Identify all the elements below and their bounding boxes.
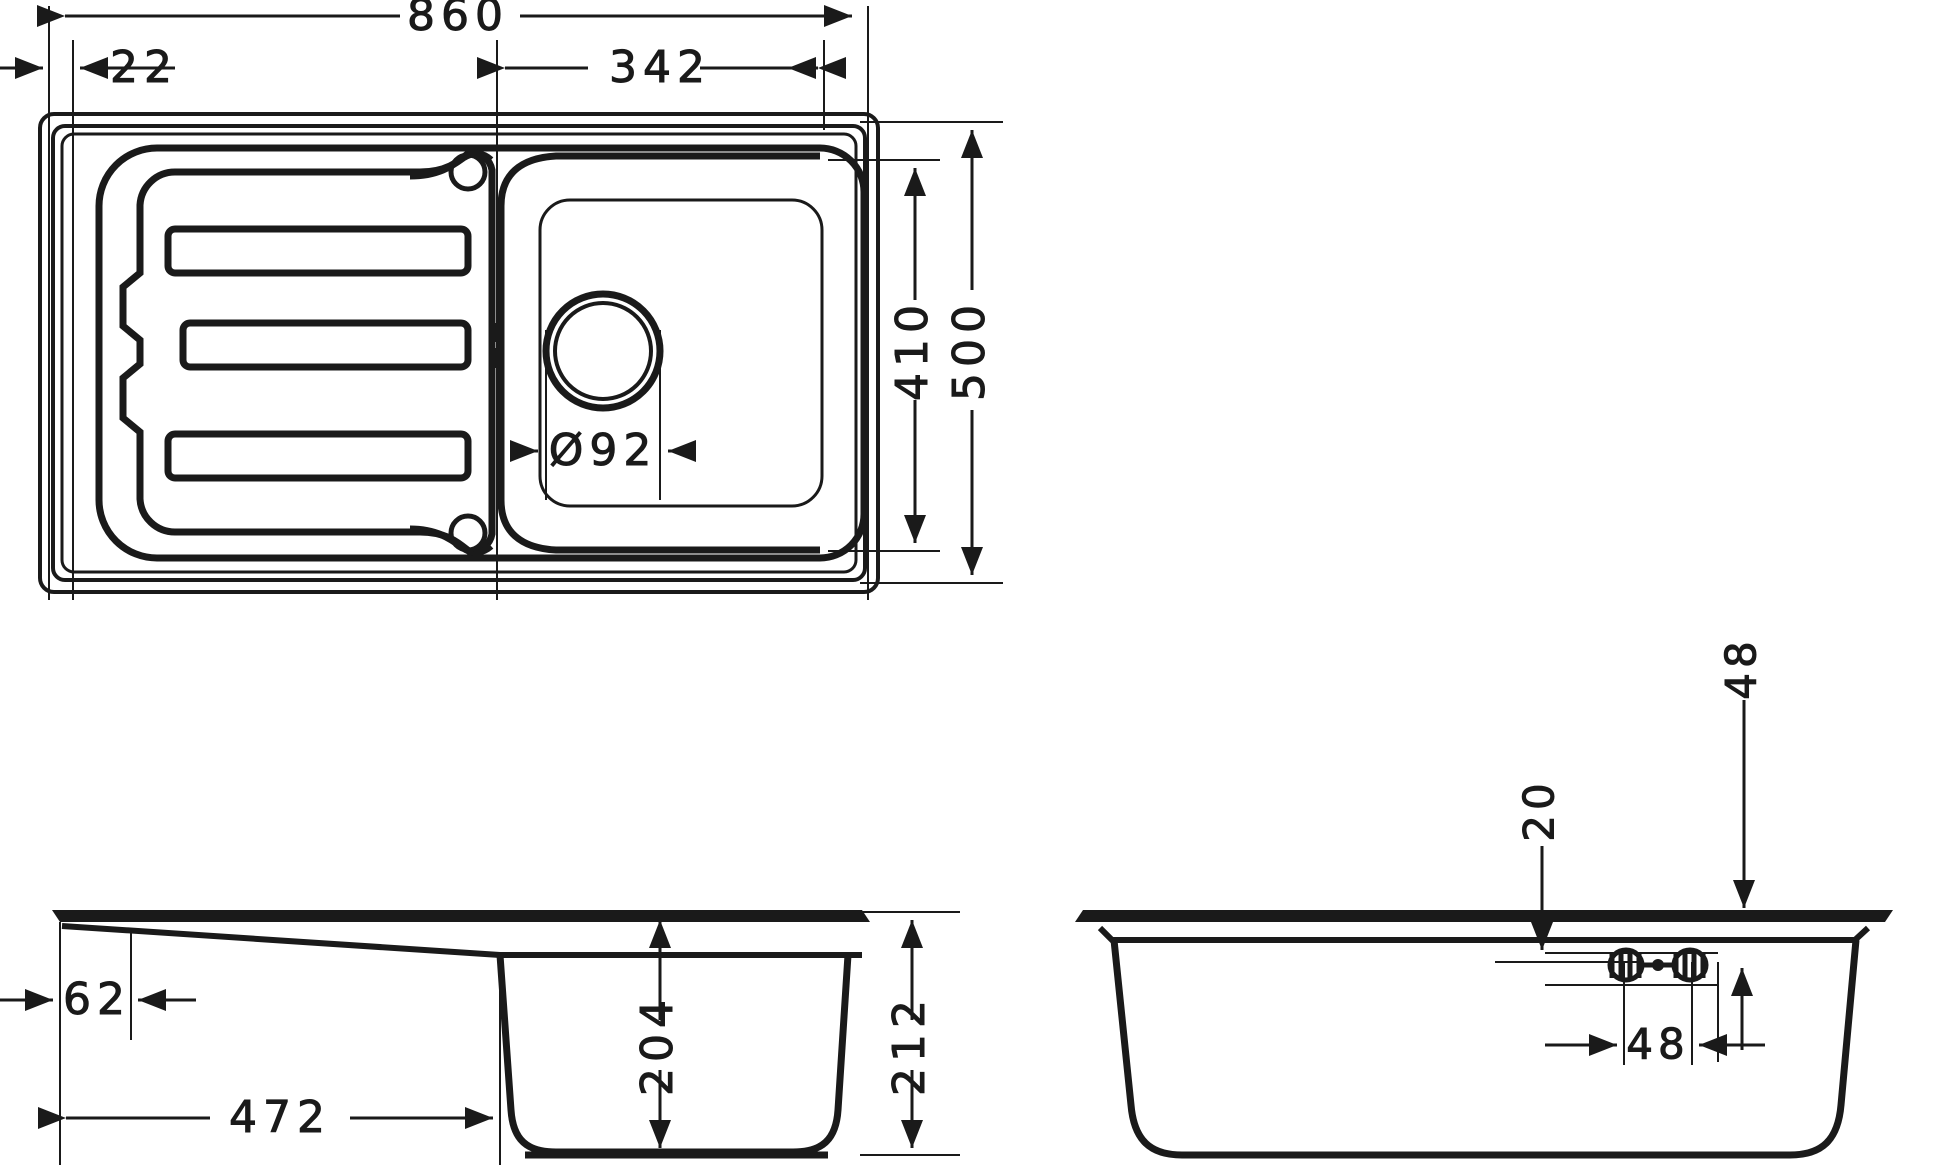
dim-20: 20 — [1514, 778, 1564, 950]
overflow-fitting-icon — [1607, 947, 1709, 983]
dim-label-48-top: 48 — [1717, 636, 1766, 699]
dim-342: 342 — [477, 42, 846, 94]
dim-204: 204 — [632, 920, 684, 1148]
side-section-rim-slab — [1075, 910, 1893, 922]
front-section-drainer-slope — [61, 923, 862, 958]
sink-outer-rim — [38, 112, 880, 594]
side-section-inner-rim — [1097, 925, 1871, 943]
front-section-extension-lines — [59, 911, 960, 1165]
front-section-rim-slab — [52, 910, 870, 922]
sink-rim-step — [60, 132, 858, 574]
tap-hole-top — [448, 152, 488, 192]
tap-hole-bottom — [448, 513, 488, 553]
dim-48-top: 48 — [1716, 636, 1766, 908]
dim-label-342: 342 — [609, 42, 711, 93]
bowl-base-outline — [538, 198, 824, 508]
front-section-group: 62 472 204 212 — [0, 910, 960, 1165]
bowl-bottom-curve — [497, 499, 820, 554]
dim-label-860: 860 — [407, 0, 509, 41]
dim-500: 500 — [944, 130, 996, 575]
dim-472: 472 — [38, 1092, 493, 1144]
side-section-bowl-profile — [1110, 939, 1860, 1159]
dim-diameter-92: Ø92 — [510, 425, 696, 477]
dim-label-20: 20 — [1515, 778, 1564, 841]
sink-rim-inner-edge — [51, 124, 867, 582]
dim-48-horizontal: 48 — [1545, 1019, 1765, 1069]
dim-label-22: 22 — [110, 42, 178, 93]
drain-inner-circle — [553, 301, 653, 401]
drainer-groove-1 — [164, 225, 472, 277]
dim-410: 410 — [887, 168, 939, 543]
dim-62: 62 — [0, 974, 196, 1026]
drainer-groove-2 — [179, 319, 472, 371]
sink-recess-outline — [95, 144, 868, 562]
dim-22: 22 — [0, 42, 178, 94]
drainer-groove-3 — [164, 430, 472, 482]
dim-label-472: 472 — [229, 1092, 331, 1143]
dim-label-500: 500 — [944, 299, 995, 401]
dim-label-204: 204 — [632, 994, 683, 1096]
dim-label-212: 212 — [884, 994, 935, 1096]
dim-label-diameter-92: Ø92 — [549, 425, 658, 476]
dim-212: 212 — [884, 920, 936, 1148]
dim-label-62: 62 — [63, 974, 131, 1025]
side-section-group: 20 48 48 — [1075, 636, 1893, 1159]
drain-outer-circle — [542, 290, 664, 412]
top-view-group: 860 22 342 — [0, 0, 1003, 600]
drainer-board-outline — [119, 148, 496, 556]
dim-860: 860 — [37, 0, 852, 42]
dim-label-48-horizontal: 48 — [1626, 1020, 1689, 1069]
dim-label-410: 410 — [887, 299, 938, 401]
top-view-extension-lines — [48, 6, 1003, 600]
bowl-top-curve — [497, 152, 820, 207]
